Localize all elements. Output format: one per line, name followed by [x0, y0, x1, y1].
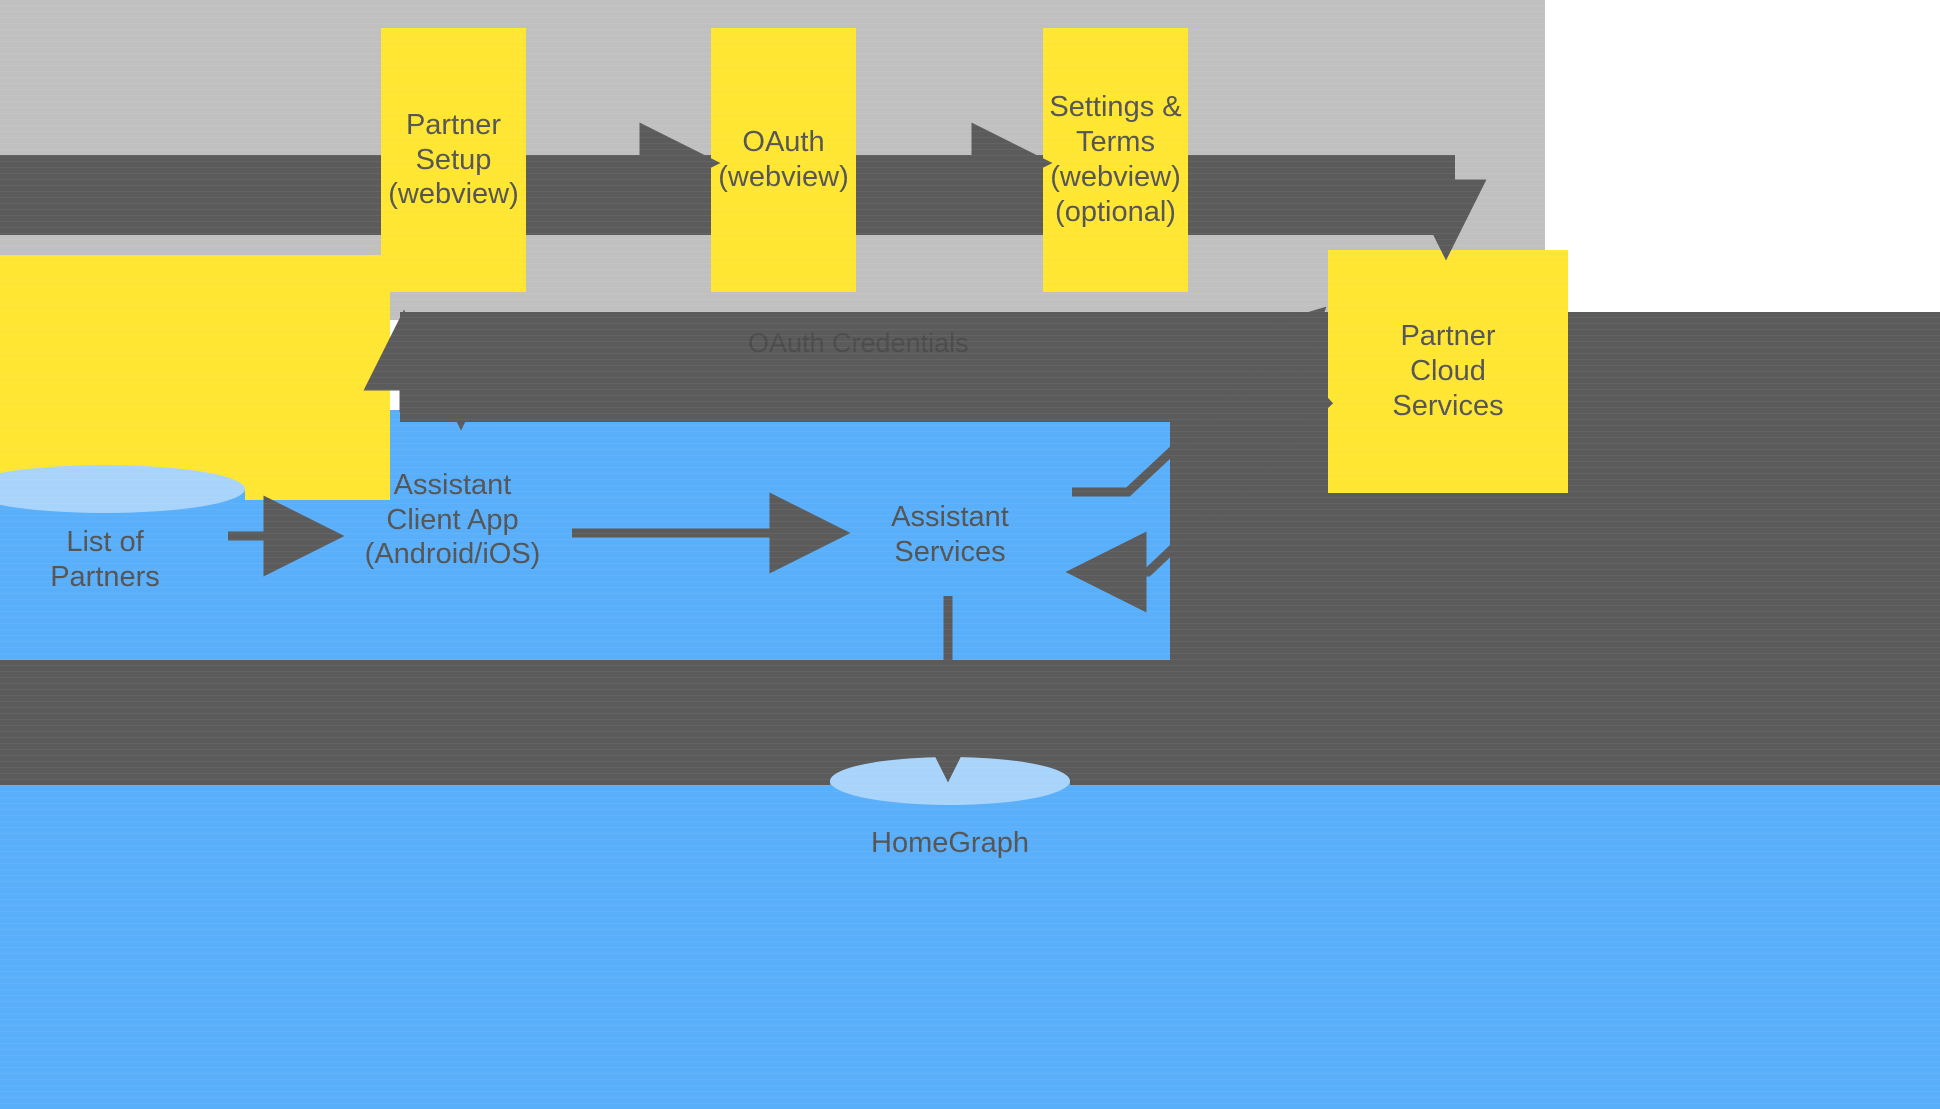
cylinder-top: [0, 465, 245, 513]
cylinder-bottom: [830, 839, 1070, 887]
edge-label-oauth-credentials: OAuth Credentials: [748, 328, 969, 358]
node-settings-terms[interactable]: Settings & Terms (webview) (optional): [1043, 28, 1188, 292]
datastore-list-of-partners[interactable]: [0, 465, 245, 610]
node-assistant-client-app[interactable]: Assistant Client App (Android/iOS): [364, 468, 541, 571]
arrow-services-to-cloud: [1072, 306, 1327, 497]
arrow-settings-terms-to-cloud: [1196, 158, 1487, 261]
arrow-cloud-to-services: [1065, 396, 1334, 613]
node-oauth[interactable]: OAuth (webview): [711, 28, 856, 292]
yellow-left-block: [0, 255, 390, 500]
node-assistant-services[interactable]: Assistant Services: [891, 501, 1009, 568]
cylinder-bottom: [0, 562, 245, 610]
dark-band-mid-2: [400, 412, 1170, 422]
node-partner-cloud-services[interactable]: Partner Cloud Services: [1328, 250, 1568, 493]
datastore-list-of-partners-label: List of Partners: [50, 526, 160, 593]
datastore-homegraph-label: HomeGraph: [871, 827, 1029, 859]
node-partner-setup[interactable]: Partner Setup (webview): [381, 28, 526, 292]
